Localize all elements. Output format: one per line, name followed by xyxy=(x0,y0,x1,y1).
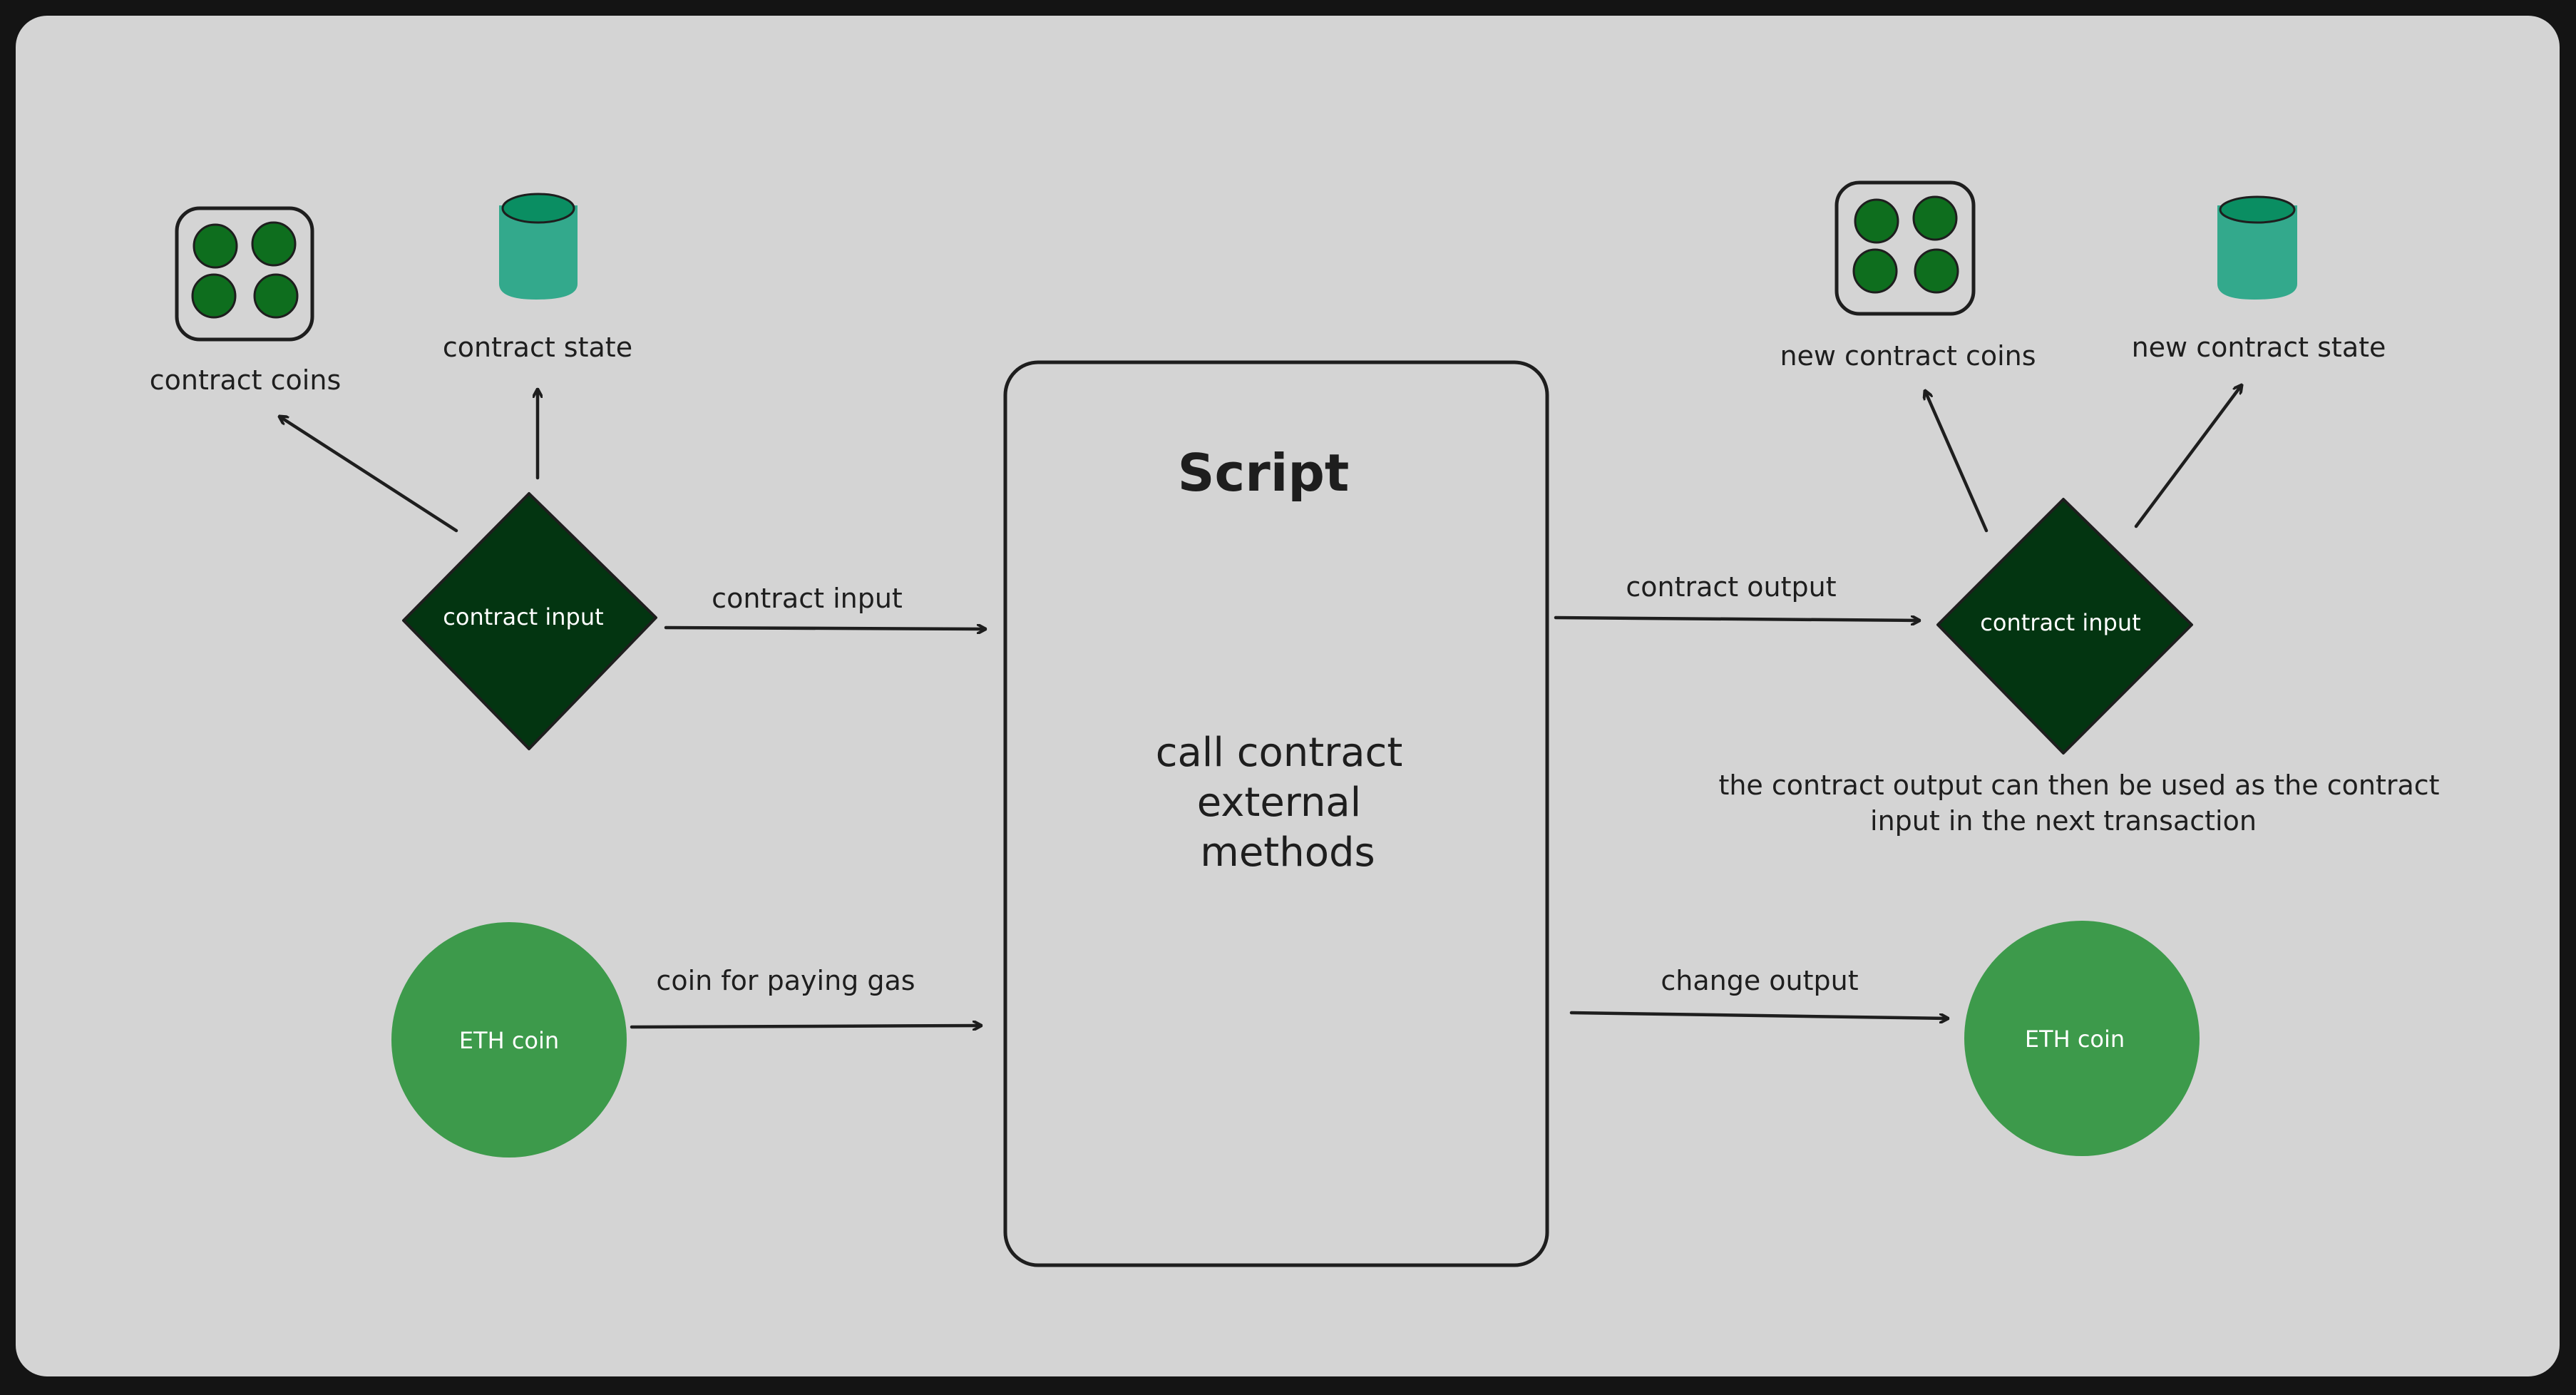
database-icon xyxy=(499,193,578,300)
database-icon xyxy=(2217,195,2297,300)
arrow-coin-for-gas xyxy=(630,1026,983,1027)
arrow-change-output xyxy=(1569,1011,1950,1018)
arrow-coin-for-gas-label: coin for paying gas xyxy=(656,965,915,996)
arrow-to-new-contract-state xyxy=(2134,385,2242,528)
next-contract-input-diamond-label: contract input xyxy=(1980,609,2140,636)
eth-coin-output: ETH coin xyxy=(1964,921,2200,1156)
diagram-canvas xyxy=(16,16,2560,1376)
script-title: Script xyxy=(1178,443,1350,503)
script-body-line-3: methods xyxy=(1200,829,1375,876)
arrow-change-output-label: change output xyxy=(1661,965,1858,996)
new-contract-state-label: new contract state xyxy=(2132,332,2386,363)
arrow-to-new-contract-coins xyxy=(1925,391,1989,533)
arrow-contract-input-label: contract input xyxy=(712,583,903,614)
script-body-line-1: call contract xyxy=(1156,730,1403,776)
eth-coin-input: ETH coin xyxy=(391,922,627,1158)
script-body-line-2: external xyxy=(1197,780,1361,826)
eth-coin-input-label: ETH coin xyxy=(459,1027,559,1054)
script-box: Script call contract external methods xyxy=(1003,360,1549,1267)
arrow-contract-input xyxy=(664,628,987,629)
arrow-contract-output xyxy=(1554,618,1921,620)
note-line-1: the contract output can then be used as … xyxy=(1718,770,2439,801)
arrow-contract-output-label: contract output xyxy=(1626,571,1836,603)
coins-grid-icon xyxy=(175,206,314,342)
coins-grid-icon xyxy=(1834,180,1976,316)
contract-coins-label: contract coins xyxy=(150,364,342,396)
eth-coin-output-label: ETH coin xyxy=(2025,1026,2125,1053)
note-line-2: input in the next transaction xyxy=(1870,805,2257,837)
contract-state-label: contract state xyxy=(443,332,632,363)
next-contract-input-diamond: contract input xyxy=(1936,498,2193,755)
new-contract-coins-label: new contract coins xyxy=(1780,340,2036,372)
contract-input-diamond: contract input xyxy=(402,492,657,750)
contract-input-diamond-label: contract input xyxy=(443,603,603,630)
arrow-to-contract-coins xyxy=(279,417,458,533)
